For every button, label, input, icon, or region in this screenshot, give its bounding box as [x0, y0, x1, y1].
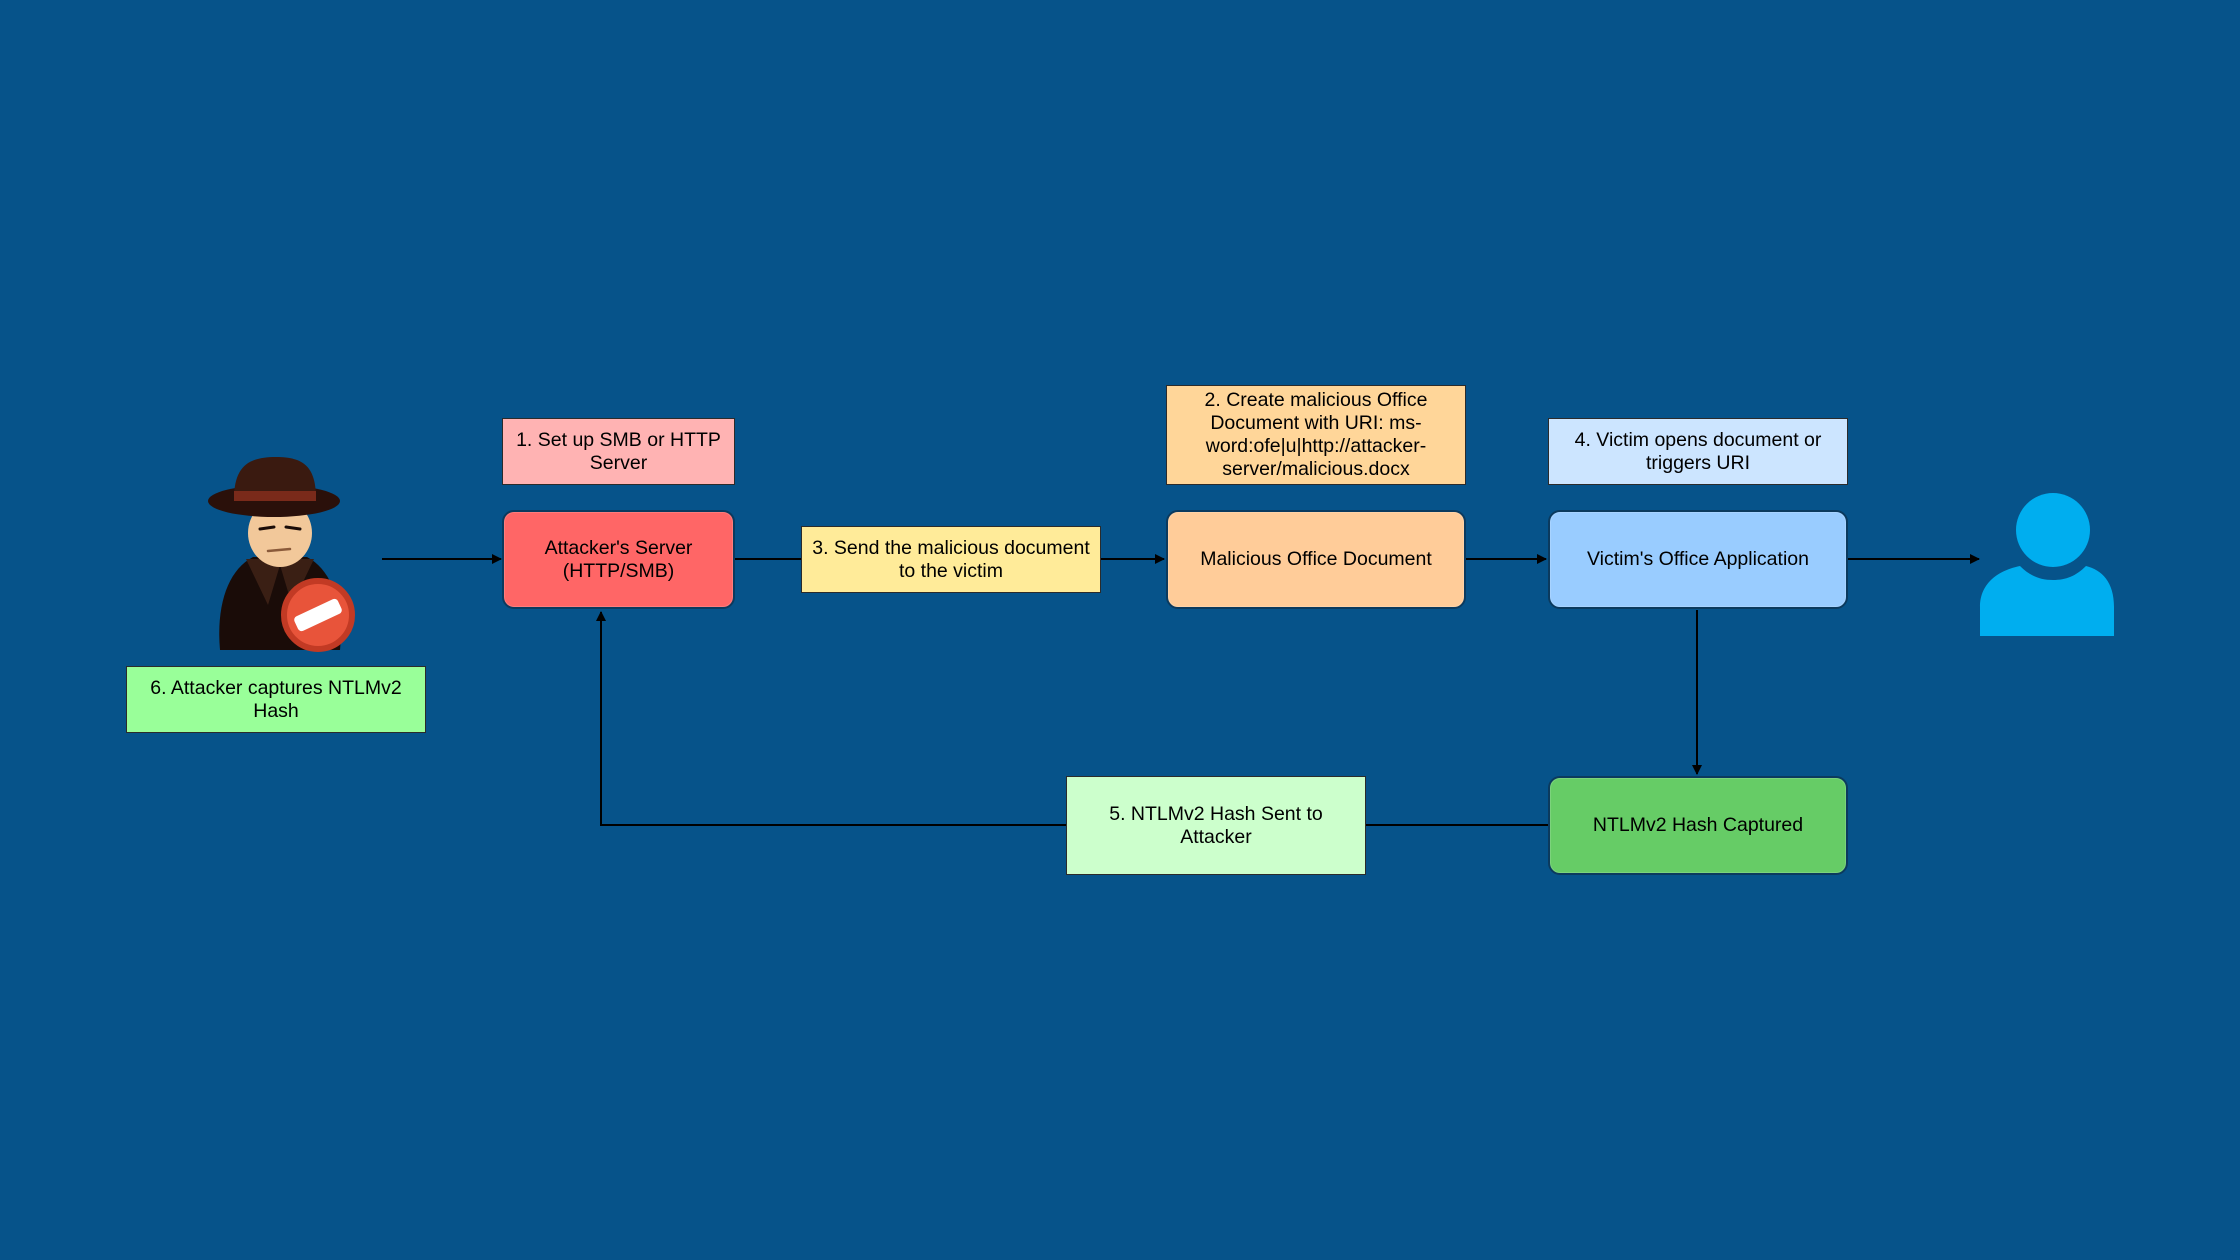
victim-office-app-node: Victim's Office Application — [1548, 510, 1848, 609]
attacker-server-node: Attacker's Server (HTTP/SMB) — [502, 510, 735, 609]
malicious-document-node: Malicious Office Document — [1166, 510, 1466, 609]
step-1-note: 1. Set up SMB or HTTP Server — [502, 418, 735, 485]
step-6-note: 6. Attacker captures NTLMv2 Hash — [126, 666, 426, 733]
step-3-note: 3. Send the malicious document to the vi… — [801, 526, 1101, 593]
hash-captured-node: NTLMv2 Hash Captured — [1548, 776, 1848, 875]
step-5-note: 5. NTLMv2 Hash Sent to Attacker — [1066, 776, 1366, 875]
step-4-note: 4. Victim opens document or triggers URI — [1548, 418, 1848, 485]
user-icon — [1978, 482, 2116, 636]
spy-with-prohibited-sign-icon — [198, 455, 362, 663]
step-2-note: 2. Create malicious Office Document with… — [1166, 385, 1466, 485]
